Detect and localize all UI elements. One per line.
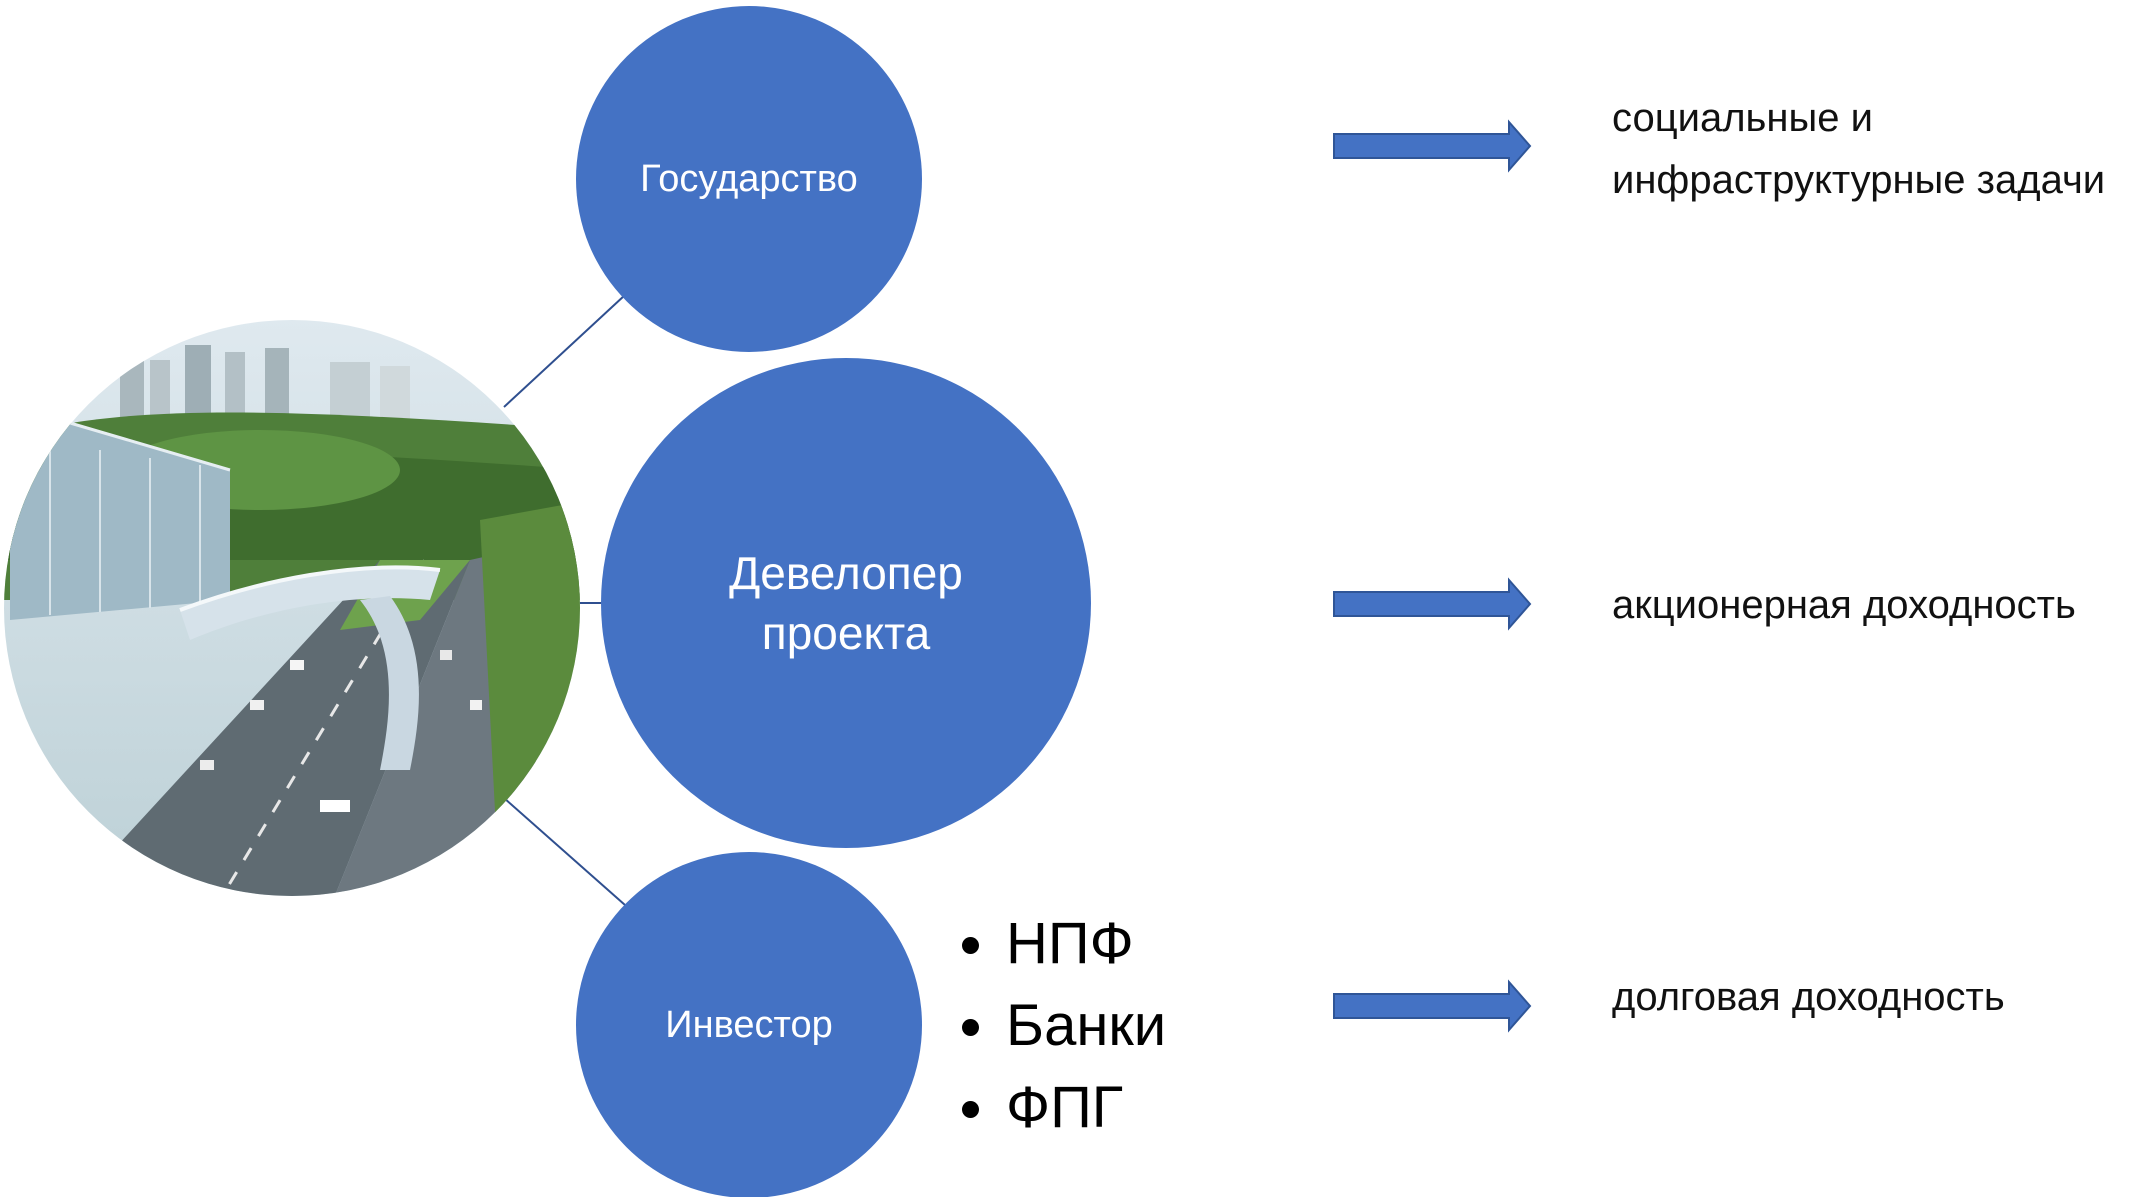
outcome-developer-line-1: акционерная доходность [1612,583,2076,627]
investor-types-list: НПФ Банки ФПГ [958,903,1166,1149]
outcome-investor: долговая доходность [1612,966,2005,1028]
city-interchange-photo [4,320,580,896]
outcome-investor-line-1: долговая доходность [1612,975,2005,1019]
node-state-label: Государство [640,158,858,200]
node-developer-label-line-1: Девелопер [729,547,963,599]
investor-type-item: НПФ [958,903,1166,985]
arrow-developer-outcome [1333,577,1532,631]
outcome-state: социальные и инфраструктурные задачи [1612,87,2105,211]
bullet-icon [962,937,979,954]
outcome-state-line-1: социальные и [1612,96,1873,140]
node-developer-circle [601,358,1091,848]
investor-type-item: Банки [958,985,1166,1067]
arrow-state-outcome [1333,119,1532,173]
node-investor-label: Инвестор [665,1004,832,1046]
node-state-circle [576,6,922,352]
investor-type-label: Банки [1006,993,1167,1058]
investor-type-label: ФПГ [1006,1075,1124,1140]
outcome-developer: акционерная доходность [1612,574,2076,636]
connector-photo-investor [503,797,626,906]
investor-type-label: НПФ [1006,911,1134,976]
outcome-state-line-2: инфраструктурные задачи [1612,158,2106,202]
node-investor-circle [576,852,922,1197]
connector-photo-state [503,294,626,408]
bullet-icon [962,1019,979,1036]
bullet-icon [962,1101,979,1118]
arrow-investor-outcome [1333,979,1532,1033]
node-developer-label-line-2: проекта [762,607,931,659]
investor-type-item: ФПГ [958,1067,1166,1149]
